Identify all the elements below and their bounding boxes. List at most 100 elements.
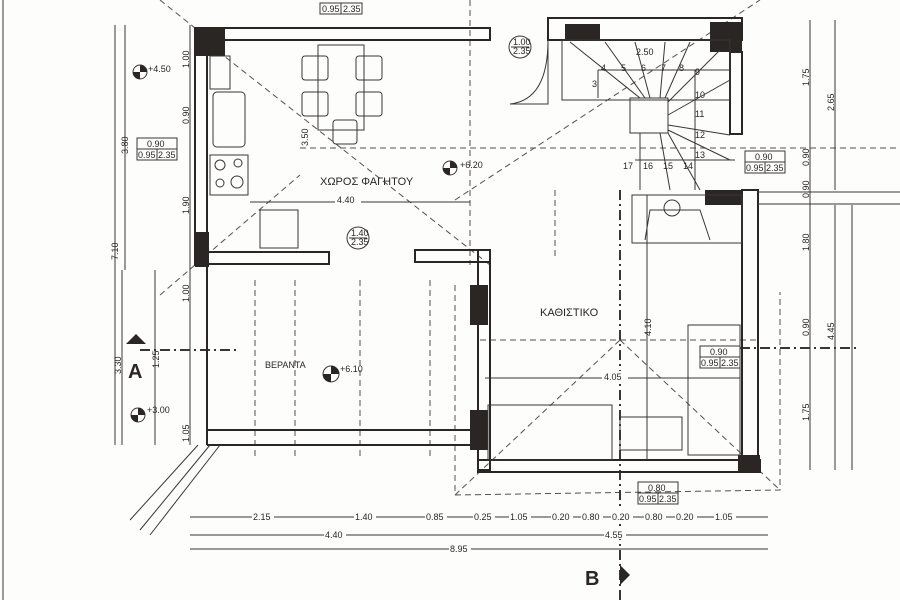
svg-text:2.35: 2.35 xyxy=(721,358,739,368)
svg-text:1.05: 1.05 xyxy=(715,512,733,522)
svg-text:4.55: 4.55 xyxy=(605,530,623,540)
svg-text:5: 5 xyxy=(621,63,626,73)
svg-text:1.75: 1.75 xyxy=(801,68,811,86)
fireplace xyxy=(631,194,743,244)
sofa xyxy=(487,404,613,461)
svg-text:7.10: 7.10 xyxy=(110,242,120,260)
svg-text:13: 13 xyxy=(695,150,705,160)
svg-text:1.40: 1.40 xyxy=(355,512,373,522)
elevation-marker-icon xyxy=(322,365,340,383)
svg-text:0.20: 0.20 xyxy=(612,512,630,522)
svg-text:2.50: 2.50 xyxy=(636,47,654,57)
svg-text:14: 14 xyxy=(683,161,693,171)
svg-text:1.05: 1.05 xyxy=(510,512,528,522)
svg-text:0.25: 0.25 xyxy=(474,512,492,522)
svg-text:4.10: 4.10 xyxy=(643,318,653,336)
svg-text:2.35: 2.35 xyxy=(766,163,784,173)
svg-text:0.95: 0.95 xyxy=(138,150,156,160)
svg-text:0.80: 0.80 xyxy=(648,483,666,493)
svg-text:0.95: 0.95 xyxy=(746,163,764,173)
svg-text:0.85: 0.85 xyxy=(426,512,444,522)
stove-icon xyxy=(209,154,249,196)
svg-text:0.90: 0.90 xyxy=(801,318,811,336)
svg-text:0.90: 0.90 xyxy=(755,152,773,162)
oven-icon xyxy=(259,209,299,249)
svg-text:2.35: 2.35 xyxy=(351,237,369,247)
elevation-label: +4.50 xyxy=(148,64,171,74)
svg-text:6: 6 xyxy=(641,63,646,73)
svg-text:7: 7 xyxy=(661,63,666,73)
elevation-marker-icon xyxy=(132,64,148,80)
section-arrow-icon xyxy=(620,565,630,585)
svg-text:1.00: 1.00 xyxy=(181,284,191,302)
staircase xyxy=(561,39,735,191)
svg-text:0.95: 0.95 xyxy=(639,494,657,504)
section-arrow-icon xyxy=(126,334,146,344)
room-label-dining: ΧΩΡΟΣ ΦΑΓΗΤΟΥ xyxy=(320,176,414,188)
stair-step-numbers: 2.50 3 4 5 6 7 8 9 10 11 12 13 14 15 16 … xyxy=(592,47,705,171)
svg-text:4.40: 4.40 xyxy=(337,195,355,205)
furniture xyxy=(209,39,743,461)
svg-text:1.75: 1.75 xyxy=(801,403,811,421)
svg-text:4: 4 xyxy=(601,63,606,73)
svg-text:17: 17 xyxy=(623,161,633,171)
svg-text:1.25: 1.25 xyxy=(151,350,161,368)
svg-text:0.20: 0.20 xyxy=(552,512,570,522)
svg-text:1.40: 1.40 xyxy=(351,228,369,238)
elevation-marker-icon xyxy=(442,160,458,176)
svg-text:1.00: 1.00 xyxy=(513,37,531,47)
svg-text:3.30: 3.30 xyxy=(113,356,123,374)
door-tag: 1.002.35 xyxy=(508,35,532,59)
svg-text:2.35: 2.35 xyxy=(659,494,677,504)
svg-text:0.90: 0.90 xyxy=(147,139,165,149)
dining-table xyxy=(317,44,365,131)
svg-text:3.50: 3.50 xyxy=(300,128,310,146)
fridge xyxy=(209,55,231,90)
svg-text:11: 11 xyxy=(695,109,704,119)
bottom-dimensions: 2.15 1.40 0.85 0.25 1.05 0.20 0.80 0.20 … xyxy=(190,510,768,554)
svg-text:8.95: 8.95 xyxy=(450,544,468,554)
left-dimensions: 1.00 0.90 1.90 3.80 7.10 1.00 1.25 3.30 … xyxy=(110,25,191,445)
svg-text:0.95: 0.95 xyxy=(322,4,340,14)
svg-text:1.80: 1.80 xyxy=(801,233,811,251)
svg-text:9: 9 xyxy=(695,67,700,77)
svg-text:1.00: 1.00 xyxy=(181,50,191,68)
room-label-living: ΚΑΘΙΣΤΙΚΟ xyxy=(540,307,599,319)
elevation-label: +3.00 xyxy=(147,405,170,415)
svg-text:0.80: 0.80 xyxy=(582,512,600,522)
svg-text:16: 16 xyxy=(643,161,653,171)
interior-dimensions: 4.40 3.50 4.05 4.10 xyxy=(250,128,740,460)
svg-text:4.05: 4.05 xyxy=(604,372,622,382)
svg-text:3.80: 3.80 xyxy=(120,136,130,154)
svg-text:4.40: 4.40 xyxy=(325,530,343,540)
elevation-label: +6.10 xyxy=(340,364,363,374)
svg-text:2.35: 2.35 xyxy=(343,4,361,14)
svg-text:3: 3 xyxy=(592,79,597,89)
svg-text:0.20: 0.20 xyxy=(676,512,694,522)
section-label-b: B xyxy=(585,568,599,590)
elevation-marker-icon xyxy=(130,407,146,423)
svg-text:4.45: 4.45 xyxy=(826,322,836,340)
svg-text:0.80: 0.80 xyxy=(645,512,663,522)
elevation-label: +6.20 xyxy=(460,160,483,170)
sink-icon xyxy=(212,91,246,148)
svg-text:0.90: 0.90 xyxy=(710,347,728,357)
walls xyxy=(129,17,900,536)
door-tag: 1.402.35 xyxy=(346,226,370,250)
svg-text:10: 10 xyxy=(695,90,705,100)
armchair xyxy=(687,324,741,456)
svg-text:15: 15 xyxy=(663,161,673,171)
room-label-veranda: ΒΕΡΑΝΤΑ xyxy=(265,360,306,370)
svg-text:8: 8 xyxy=(679,63,684,73)
svg-text:12: 12 xyxy=(695,130,705,140)
svg-text:2.35: 2.35 xyxy=(513,46,531,56)
svg-text:1.05: 1.05 xyxy=(181,424,191,442)
svg-text:2.35: 2.35 xyxy=(158,150,176,160)
coffee-table xyxy=(619,416,683,451)
svg-text:2.65: 2.65 xyxy=(826,93,836,111)
